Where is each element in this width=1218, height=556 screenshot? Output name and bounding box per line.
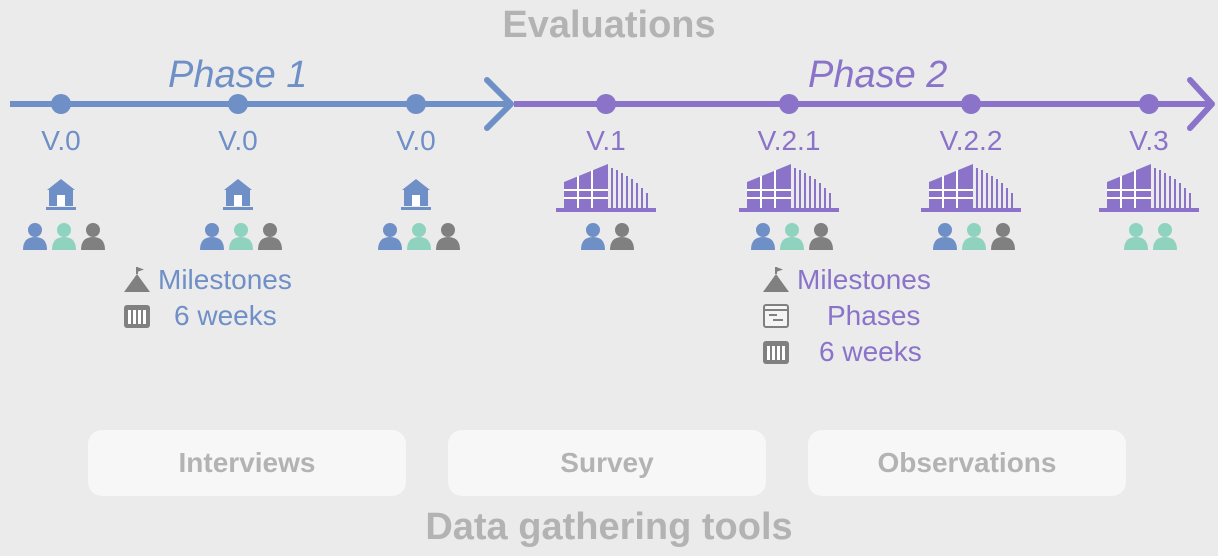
- timeline-node: [51, 94, 71, 114]
- phase-2-duration-text: 6 weeks: [819, 336, 922, 367]
- mountain-flag-icon: [124, 267, 150, 292]
- phase-1-notes: Milestones 6 weeks: [122, 262, 292, 334]
- phase-1-milestones-row: Milestones: [122, 262, 292, 298]
- small-building-icon: [223, 179, 253, 210]
- timeline-node: [406, 94, 426, 114]
- person-icon: [1153, 223, 1177, 250]
- calendar-grid-icon: [124, 305, 150, 328]
- timeline-node: [596, 94, 616, 114]
- version-label: V.0: [218, 125, 258, 156]
- factory-building-icon: [739, 164, 839, 212]
- person-icon: [81, 223, 105, 250]
- person-icon: [23, 223, 47, 250]
- participant-group: [22, 222, 106, 250]
- timeline: [10, 77, 1215, 131]
- timeline-phase-2-arrowhead: [1187, 77, 1215, 131]
- participant-group: [580, 222, 635, 250]
- small-building-icon: [46, 179, 76, 210]
- gantt-chart-icon: [763, 304, 789, 328]
- person-icon: [52, 223, 76, 250]
- timeline-node: [779, 94, 799, 114]
- person-icon: [258, 223, 282, 250]
- phase-1-duration-text: 6 weeks: [174, 300, 277, 331]
- tools-section-title: Data gathering tools: [425, 506, 793, 548]
- timeline-phase-1-arrowhead: [484, 77, 514, 131]
- calendar-grid-icon: [763, 341, 789, 364]
- diagram-title: Evaluations: [502, 4, 716, 46]
- version-label: V.0: [41, 125, 81, 156]
- phase-2-label: Phase 2: [808, 54, 948, 96]
- phase-2-phases-row: Phases: [761, 298, 931, 334]
- person-icon: [229, 223, 253, 250]
- tool-interviews: Interviews: [88, 430, 406, 496]
- phase-2-notes: Milestones Phases 6 weeks: [761, 262, 931, 370]
- person-icon: [751, 223, 775, 250]
- version-label: V.2.2: [939, 125, 1003, 156]
- phase-1-milestones-text: Milestones: [158, 264, 292, 295]
- participant-group: [750, 222, 834, 250]
- phase-2-phases-text: Phases: [827, 300, 921, 331]
- person-icon: [610, 223, 634, 250]
- participant-group: [932, 222, 1016, 250]
- factory-building-icon: [921, 164, 1021, 212]
- person-icon: [962, 223, 986, 250]
- person-icon: [1124, 223, 1148, 250]
- phase-2-milestones-row: Milestones: [761, 262, 931, 298]
- factory-building-icon: [556, 164, 656, 212]
- person-icon: [991, 223, 1015, 250]
- tool-observations: Observations: [808, 430, 1126, 496]
- version-label: V.3: [1129, 125, 1169, 156]
- phase-2-milestones-text: Milestones: [797, 264, 931, 295]
- mountain-flag-icon: [763, 267, 789, 292]
- person-icon: [809, 223, 833, 250]
- phase-1-duration-row: 6 weeks: [122, 298, 292, 334]
- person-icon: [933, 223, 957, 250]
- version-label: V.2.1: [757, 125, 821, 156]
- participant-group: [1123, 222, 1178, 250]
- person-icon: [581, 223, 605, 250]
- participant-group: [377, 222, 461, 250]
- timeline-node: [228, 94, 248, 114]
- tool-survey: Survey: [448, 430, 766, 496]
- tool-interviews-label: Interviews: [178, 447, 316, 478]
- version-label: V.1: [586, 125, 626, 156]
- small-building-icon: [401, 179, 431, 210]
- factory-building-icon: [1099, 164, 1199, 212]
- person-icon: [436, 223, 460, 250]
- phase-2-duration-row: 6 weeks: [761, 334, 931, 370]
- tool-observations-label: Observations: [877, 447, 1057, 478]
- person-icon: [780, 223, 804, 250]
- person-icon: [407, 223, 431, 250]
- participant-group: [199, 222, 283, 250]
- timeline-node: [1139, 94, 1159, 114]
- timeline-node: [961, 94, 981, 114]
- phase-1-label: Phase 1: [168, 54, 308, 96]
- version-label: V.0: [396, 125, 436, 156]
- person-icon: [378, 223, 402, 250]
- tool-survey-label: Survey: [560, 447, 654, 478]
- person-icon: [200, 223, 224, 250]
